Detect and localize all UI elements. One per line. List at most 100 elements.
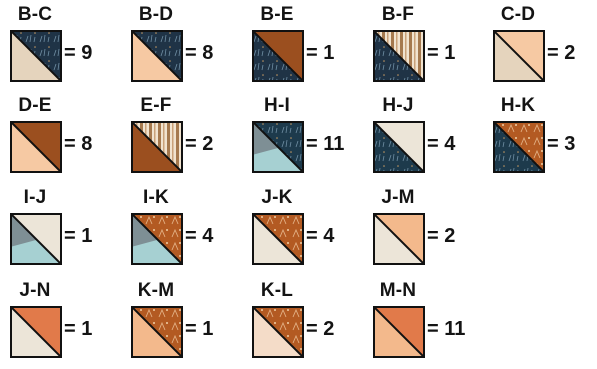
hst-block-k-l: K-L = 2: [246, 280, 361, 368]
block-label: B-C: [17, 4, 53, 25]
swatch-border: [373, 121, 425, 173]
hst-block-b-d: B-D = 8: [125, 4, 240, 92]
block-label: I-K: [143, 187, 169, 208]
block-count: = 11: [306, 133, 345, 155]
swatch-border: [252, 121, 304, 173]
hst-swatch: [10, 306, 62, 358]
diagonal-seam: [131, 306, 183, 358]
swatch-border: [131, 30, 183, 82]
swatch-border: [10, 306, 62, 358]
hst-swatch: [373, 30, 425, 82]
hst-block-i-j: I-J = 1: [4, 187, 119, 275]
diagonal-seam: [252, 30, 304, 82]
block-label: D-E: [18, 95, 52, 116]
block-count: = 2: [306, 318, 335, 340]
block-count: = 1: [64, 225, 93, 247]
hst-swatch: [493, 121, 545, 173]
block-count: = 4: [185, 225, 214, 247]
swatch-border: [252, 213, 304, 265]
diagonal-seam: [252, 213, 304, 265]
swatch-border: [252, 306, 304, 358]
block-count: = 8: [64, 133, 93, 155]
block-count: = 9: [64, 42, 93, 64]
diagonal-seam: [373, 121, 425, 173]
hst-swatch: [252, 121, 304, 173]
block-count: = 1: [306, 42, 335, 64]
block-label: K-M: [137, 280, 175, 301]
hst-swatch: [131, 306, 183, 358]
block-label: B-F: [381, 4, 415, 25]
diagonal-seam: [373, 30, 425, 82]
hst-swatch: [252, 213, 304, 265]
block-count: = 1: [64, 318, 93, 340]
hst-swatch: [493, 30, 545, 82]
block-label: E-F: [140, 95, 172, 116]
hst-block-h-j: H-J = 4: [367, 95, 482, 183]
hst-block-h-i: H-I = 11: [246, 95, 361, 183]
hst-swatch: [10, 30, 62, 82]
block-count: = 2: [185, 133, 214, 155]
diagonal-seam: [373, 213, 425, 265]
hst-block-j-n: J-N = 1: [4, 280, 119, 368]
hst-block-j-k: J-K = 4: [246, 187, 361, 275]
diagonal-seam: [252, 306, 304, 358]
hst-block-d-e: D-E = 8: [4, 95, 119, 183]
swatch-border: [373, 213, 425, 265]
block-label: B-E: [260, 4, 294, 25]
block-label: C-D: [500, 4, 536, 25]
diagonal-seam: [493, 30, 545, 82]
swatch-border: [10, 30, 62, 82]
block-label: J-K: [261, 187, 293, 208]
hst-block-k-m: K-M = 1: [125, 280, 240, 368]
hst-block-h-k: H-K = 3: [487, 95, 597, 183]
diagonal-seam: [10, 306, 62, 358]
hst-swatch: [10, 213, 62, 265]
block-label: H-K: [500, 95, 536, 116]
hst-block-i-k: I-K = 4: [125, 187, 240, 275]
block-label: K-L: [260, 280, 294, 301]
hst-swatch: [131, 213, 183, 265]
hst-swatch: [131, 30, 183, 82]
hst-block-b-f: B-F = 1: [367, 4, 482, 92]
diagonal-seam: [131, 30, 183, 82]
block-label: I-J: [23, 187, 47, 208]
diagonal-seam: [252, 121, 304, 173]
diagonal-seam: [373, 306, 425, 358]
block-count: = 1: [427, 42, 456, 64]
block-count: = 8: [185, 42, 214, 64]
hst-swatch: [373, 121, 425, 173]
hst-block-j-m: J-M = 2: [367, 187, 482, 275]
block-label: B-D: [138, 4, 174, 25]
hst-block-m-n: M-N = 11: [367, 280, 482, 368]
swatch-border: [373, 306, 425, 358]
block-count: = 3: [547, 133, 576, 155]
hst-swatch: [252, 306, 304, 358]
swatch-border: [493, 121, 545, 173]
block-count: = 4: [427, 133, 456, 155]
block-count: = 1: [185, 318, 214, 340]
diagonal-seam: [493, 121, 545, 173]
diagonal-seam: [131, 213, 183, 265]
diagonal-seam: [10, 213, 62, 265]
swatch-border: [252, 30, 304, 82]
diagonal-seam: [10, 121, 62, 173]
block-count: = 11: [427, 318, 466, 340]
swatch-border: [493, 30, 545, 82]
hst-block-e-f: E-F = 2: [125, 95, 240, 183]
block-label: J-N: [19, 280, 51, 301]
diagonal-seam: [10, 30, 62, 82]
hst-swatch: [373, 306, 425, 358]
block-label: M-N: [379, 280, 417, 301]
swatch-border: [131, 121, 183, 173]
block-label: J-M: [381, 187, 415, 208]
hst-swatch: [10, 121, 62, 173]
block-label: H-I: [264, 95, 290, 116]
swatch-border: [10, 121, 62, 173]
diagonal-seam: [131, 121, 183, 173]
hst-block-b-e: B-E = 1: [246, 4, 361, 92]
hst-swatch: [131, 121, 183, 173]
block-count: = 2: [427, 225, 456, 247]
hst-block-c-d: C-D= 2: [487, 4, 597, 92]
hst-swatch: [252, 30, 304, 82]
